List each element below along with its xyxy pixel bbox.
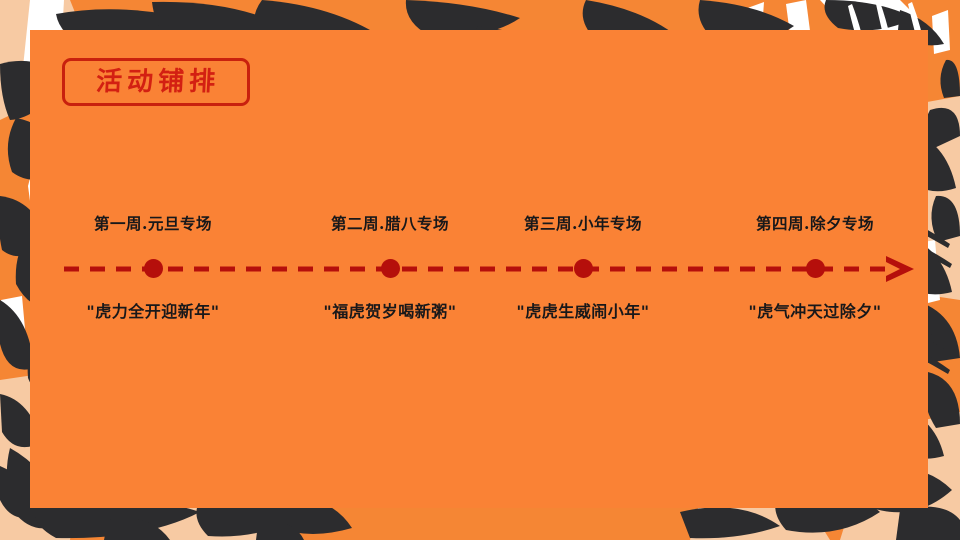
timeline-top-label-2: 第二周.腊八专场 bbox=[331, 214, 449, 233]
timeline-dot-1[interactable] bbox=[143, 259, 163, 278]
timeline-axis bbox=[64, 256, 914, 282]
timeline-dot-3[interactable] bbox=[573, 259, 593, 278]
section-title-text: 活动铺排 bbox=[95, 67, 222, 97]
timeline-bottom-label-1: "虎力全开迎新年" bbox=[86, 302, 220, 321]
timeline-bottom-label-2: "福虎贺岁喝新粥" bbox=[323, 302, 457, 321]
timeline-bottom-label-3: "虎虎生威闹小年" bbox=[516, 302, 650, 321]
timeline-dot-2[interactable] bbox=[380, 259, 400, 278]
section-title-chip: 活动铺排 bbox=[62, 58, 250, 106]
timeline-top-label-3: 第三周.小年专场 bbox=[524, 214, 642, 233]
content-panel: 活动铺排 第一周.元旦专场 "虎力全开迎新年" 第二周.腊八专场 "福虎贺岁喝新… bbox=[30, 30, 928, 508]
timeline-bottom-label-4: "虎气冲天过除夕" bbox=[748, 302, 882, 321]
timeline-top-label-4: 第四周.除夕专场 bbox=[756, 214, 874, 233]
timeline-top-label-1: 第一周.元旦专场 bbox=[94, 214, 212, 233]
timeline-dot-4[interactable] bbox=[805, 259, 825, 278]
